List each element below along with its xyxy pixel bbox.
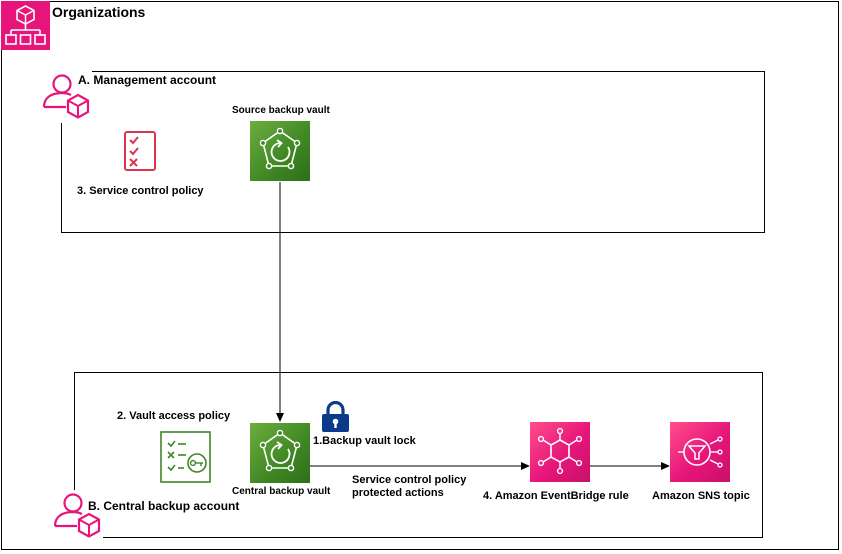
scp-protected-actions-line1: Service control policy xyxy=(352,474,467,486)
management-account-box xyxy=(61,71,765,233)
sns-topic-icon xyxy=(670,422,730,482)
lock-icon xyxy=(319,401,352,433)
backup-vault-lock-label: 1.Backup vault lock xyxy=(313,435,416,447)
central-account-box xyxy=(74,372,763,538)
central-backup-vault-label: Central backup vault xyxy=(232,486,331,497)
scp-protected-actions-line2: protected actions xyxy=(352,487,444,499)
source-backup-vault-icon xyxy=(250,121,310,181)
management-account-label: A. Management account xyxy=(78,73,217,87)
organizations-icon xyxy=(1,1,50,50)
central-account-icon xyxy=(51,490,103,542)
central-account-label: B. Central backup account xyxy=(88,499,240,513)
vault-access-policy-icon xyxy=(160,431,211,483)
policy-checklist-icon xyxy=(121,130,159,172)
source-backup-vault-label: Source backup vault xyxy=(232,105,330,116)
vault-access-policy-label: 2. Vault access policy xyxy=(117,410,231,422)
central-backup-vault-icon xyxy=(250,423,310,483)
eventbridge-to-sns-arrow xyxy=(590,462,670,470)
management-account-icon xyxy=(40,71,92,123)
sns-topic-label: Amazon SNS topic xyxy=(652,490,750,502)
organizations-title: Organizations xyxy=(52,4,146,20)
replication-arrow xyxy=(276,182,284,422)
service-control-policy-label: 3. Service control policy xyxy=(77,185,204,197)
eventbridge-icon xyxy=(530,422,590,482)
eventbridge-rule-label: 4. Amazon EventBridge rule xyxy=(483,490,629,502)
vault-to-eventbridge-arrow xyxy=(310,462,530,470)
